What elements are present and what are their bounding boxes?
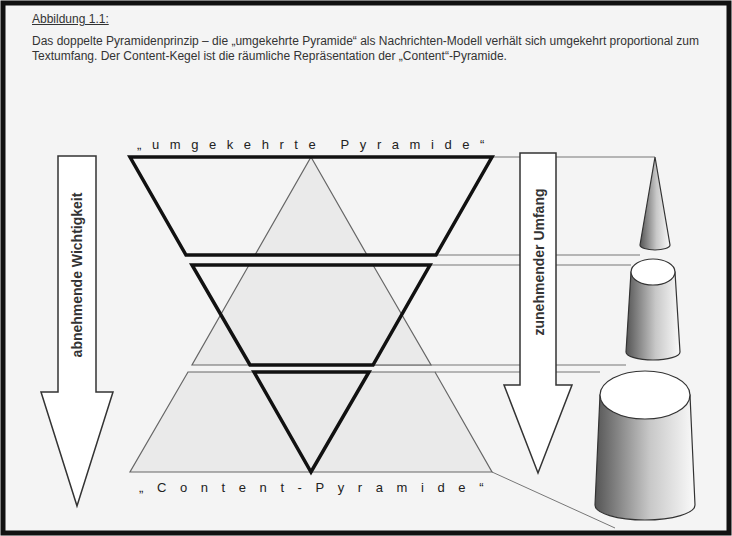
arrow-polygon bbox=[504, 153, 572, 473]
arrow-text: zunehmender Umfang bbox=[530, 188, 546, 335]
pyramid-label: „Content-Pyramide“ bbox=[137, 480, 499, 495]
arrow-shape: zunehmender Umfang bbox=[503, 152, 573, 474]
arrow-shape: abnehmende Wichtigkeit bbox=[40, 155, 114, 507]
arrow-text: abnehmende Wichtigkeit bbox=[69, 193, 85, 358]
arrow-polygon bbox=[41, 156, 113, 506]
pyramid-label: „umgekehrte Pyramide“ bbox=[135, 137, 497, 152]
figure-title: Abbildung 1.1: bbox=[32, 12, 109, 26]
figure-caption: Das doppelte Pyramidenprinzip – die „umg… bbox=[32, 34, 700, 64]
